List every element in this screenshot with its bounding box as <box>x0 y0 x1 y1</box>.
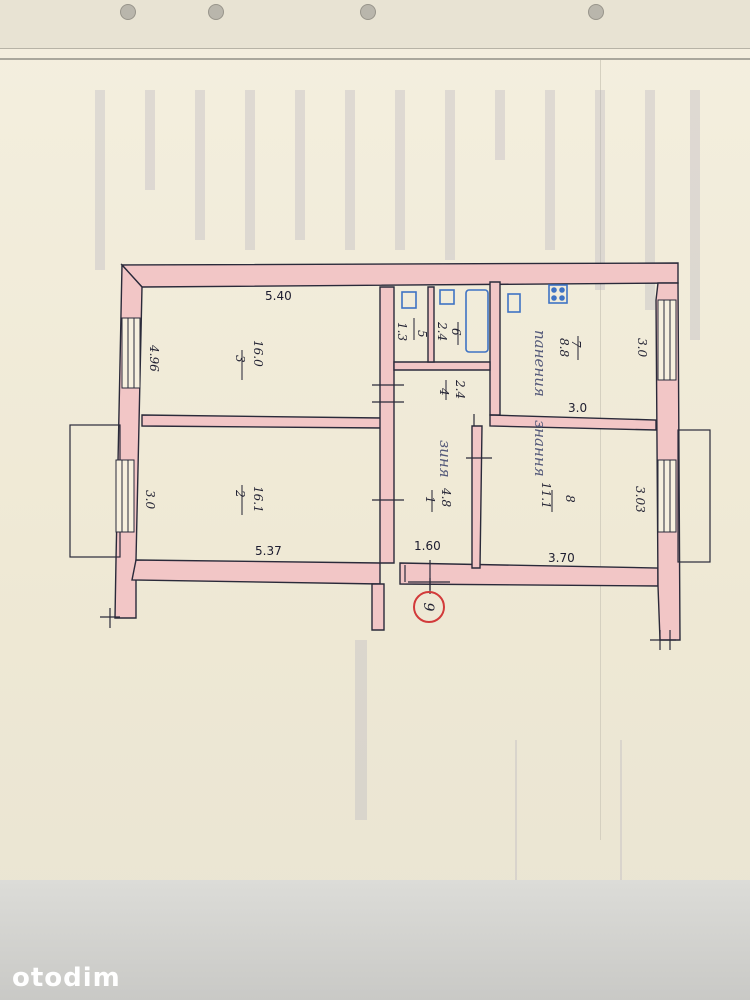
room-8-width: 3.70 <box>548 551 575 565</box>
room-8: 8 11.1 3.70 3.03 <box>539 482 647 565</box>
room-7-depth: 3.0 <box>635 338 649 357</box>
binding-hole <box>208 4 224 20</box>
apartment-number-badge: 9 <box>413 578 445 623</box>
balcony-left <box>69 424 121 558</box>
binding-hole <box>360 4 376 20</box>
room-2-area: 16.1 <box>251 486 265 513</box>
room-5-area: 1.3 <box>395 322 409 341</box>
svg-text:знання: знання <box>531 420 549 477</box>
margin-line <box>0 58 750 60</box>
bleed-through-text <box>95 90 700 880</box>
room-3: 5.40 4.96 3 16.0 <box>147 289 292 380</box>
room-2-number: 2 <box>233 489 247 498</box>
room-4-number: 4 <box>437 387 451 396</box>
binding-hole <box>120 4 136 20</box>
room-2-depth: 3.0 <box>143 490 157 509</box>
room-6-area: 2.4 <box>435 321 449 341</box>
svg-text:зиня: зиня <box>436 440 454 478</box>
room-6-number: 6 <box>449 328 463 336</box>
room-4: 4 2.4 <box>437 379 467 400</box>
room-7: 7 8.8 3.0 3.0 <box>557 336 649 415</box>
room-2-width: 5.37 <box>255 544 282 558</box>
room-3-depth: 4.96 <box>147 344 161 372</box>
stamp-marks: панения знання зиня <box>436 330 549 478</box>
apartment-number: 9 <box>420 603 436 612</box>
room-1-area: 4.8 <box>439 487 453 507</box>
room-4-area: 2.4 <box>453 379 467 399</box>
walls <box>114 262 681 641</box>
room-5-number: 5 <box>415 330 429 338</box>
room-3-width: 5.40 <box>265 289 292 303</box>
bleed-through-line <box>600 60 601 840</box>
room-7-area: 8.8 <box>557 338 571 357</box>
room-7-width: 3.0 <box>568 401 587 415</box>
room-7-number: 7 <box>569 340 583 348</box>
room-3-number: 3 <box>233 355 247 363</box>
room-8-area: 11.1 <box>539 482 553 509</box>
room-1: 1 4.8 1.60 <box>414 487 453 553</box>
room-5: 1.3 5 <box>395 318 429 341</box>
room-1-width: 1.60 <box>414 539 441 553</box>
binding-hole <box>588 4 604 20</box>
windows <box>115 299 677 533</box>
svg-text:панения: панения <box>531 330 549 397</box>
room-8-number: 8 <box>563 495 577 503</box>
room-3-area: 16.0 <box>251 340 265 367</box>
door-marks <box>100 384 676 650</box>
watermark-logo: otodim <box>12 963 121 993</box>
room-2: 5.37 3.0 2 16.1 <box>143 485 282 558</box>
balcony-right <box>677 429 711 563</box>
room-1-number: 1 <box>423 496 437 504</box>
bathroom-fixtures <box>401 284 568 353</box>
room-8-depth: 3.03 <box>633 486 647 513</box>
room-6: 6 2.4 <box>435 321 463 345</box>
scan-background <box>0 880 750 1000</box>
